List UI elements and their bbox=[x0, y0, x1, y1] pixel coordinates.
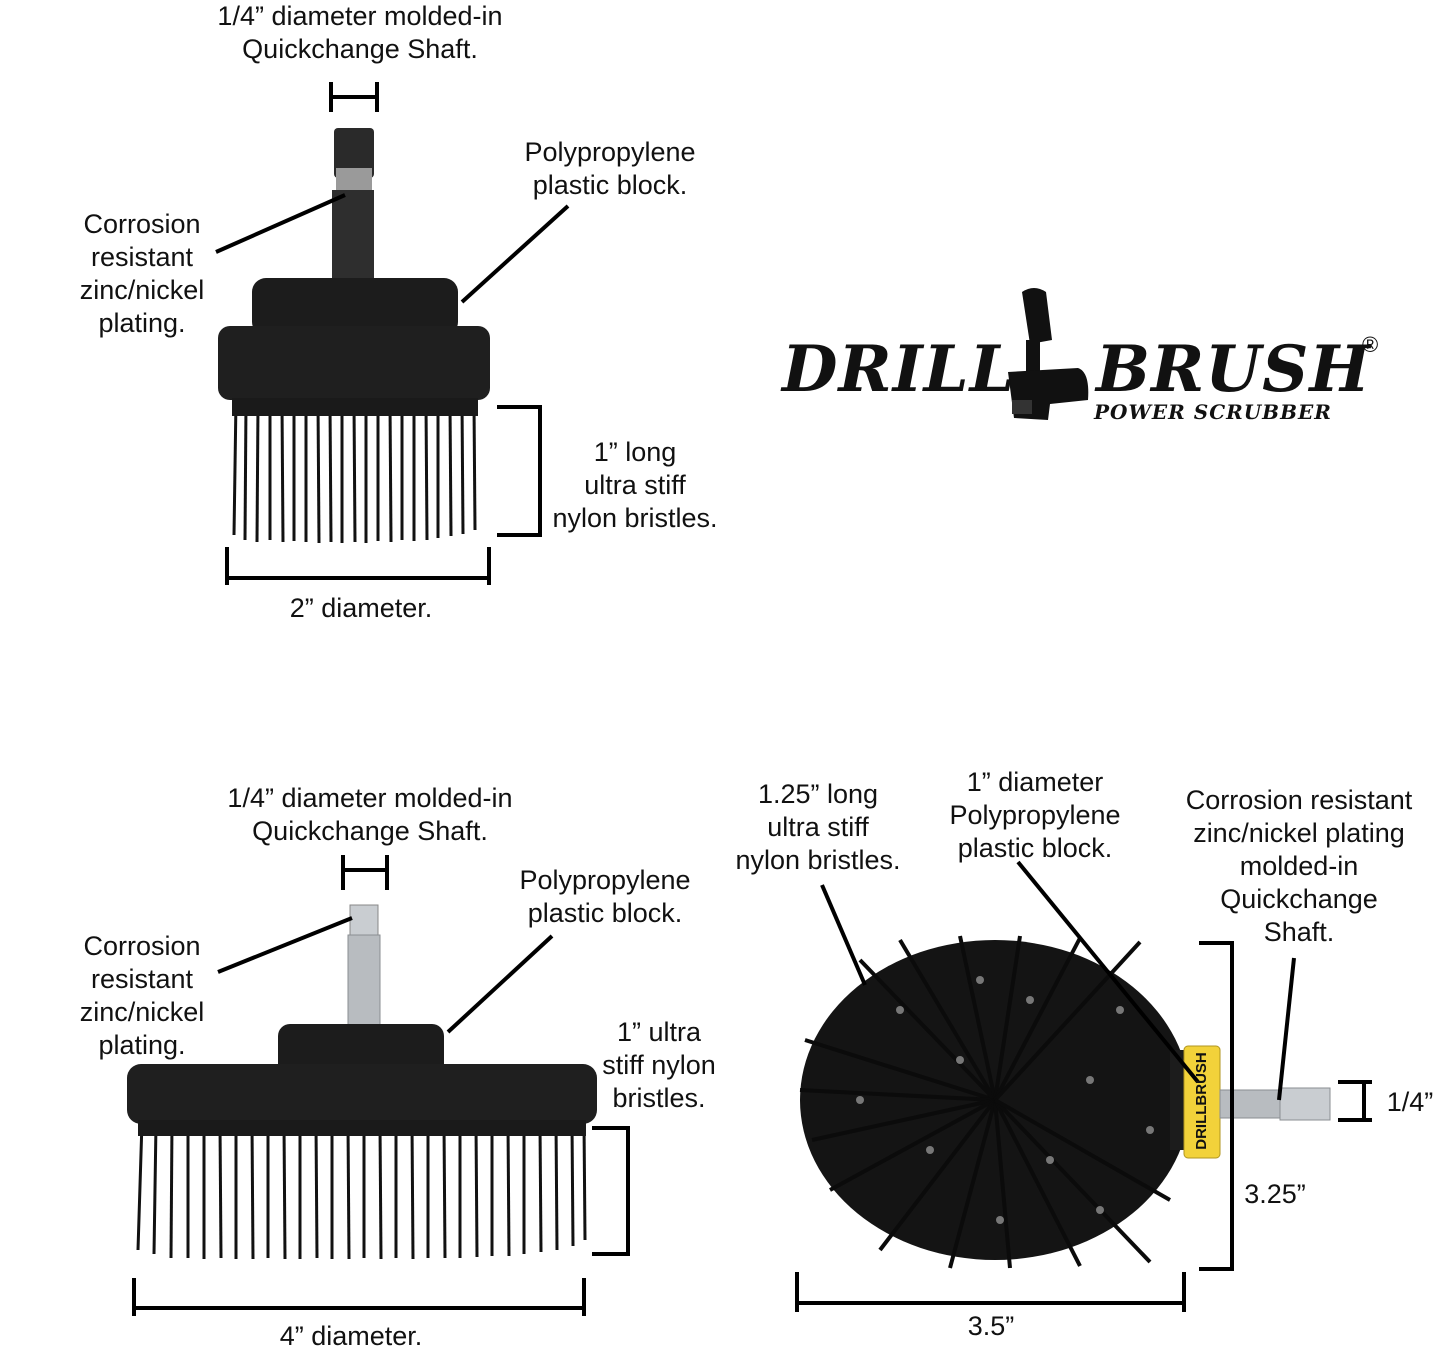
brush-cone-width-label: 3.5” bbox=[967, 1311, 1015, 1341]
brush-4in-callout-lines bbox=[132, 855, 630, 1316]
brush-2in-illustration bbox=[218, 128, 490, 544]
brush-2in-shaft-label: 1/4” diameter molded-in Quickchange Shaf… bbox=[217, 1, 503, 64]
brush-cone-illustration bbox=[799, 935, 1331, 1269]
logo-word-brush: BRUSH bbox=[1096, 332, 1371, 407]
brush-2in-callout-lines bbox=[215, 82, 570, 585]
brush-cone-shaft-dim-label: 1/4” bbox=[1386, 1087, 1434, 1117]
brush-4in-plating-label: Corrosion resistant zinc/nickel plating. bbox=[79, 931, 205, 1060]
brush-cone-collar-text: DRILLBRUSH bbox=[1193, 1052, 1210, 1150]
logo-drill-mark bbox=[1008, 288, 1089, 420]
brush-2in-diameter-label: 2” diameter. bbox=[289, 593, 433, 623]
brush-4in-illustration bbox=[127, 904, 597, 1260]
brush-cone-block-label: 1” diameter Polypropylene plastic block. bbox=[949, 767, 1121, 863]
brush-cone-plating-label: Corrosion resistant zinc/nickel plating … bbox=[1185, 785, 1413, 947]
logo-subtitle: POWER SCRUBBER bbox=[1094, 400, 1332, 424]
logo-word-drill: DRILL bbox=[782, 332, 1016, 407]
brush-4in-diameter-label: 4” diameter. bbox=[279, 1321, 423, 1351]
brush-2in-bristle-label: 1” long ultra stiff nylon bristles. bbox=[552, 437, 718, 533]
brush-4in-block-label: Polypropylene plastic block. bbox=[519, 865, 691, 928]
brush-2in-block-label: Polypropylene plastic block. bbox=[524, 137, 696, 200]
brush-cone-height-label: 3.25” bbox=[1244, 1179, 1306, 1209]
brush-cone-bristle-label: 1.25” long ultra stiff nylon bristles. bbox=[735, 779, 901, 875]
brush-2in-plating-label: Corrosion resistant zinc/nickel plating. bbox=[79, 209, 205, 338]
brush-cone-callout-lines bbox=[795, 860, 1372, 1312]
brush-4in-shaft-label: 1/4” diameter molded-in Quickchange Shaf… bbox=[227, 783, 513, 846]
registered-mark: ® bbox=[1362, 332, 1379, 357]
brush-4in-bristle-label: 1” ultra stiff nylon bristles. bbox=[602, 1017, 716, 1113]
